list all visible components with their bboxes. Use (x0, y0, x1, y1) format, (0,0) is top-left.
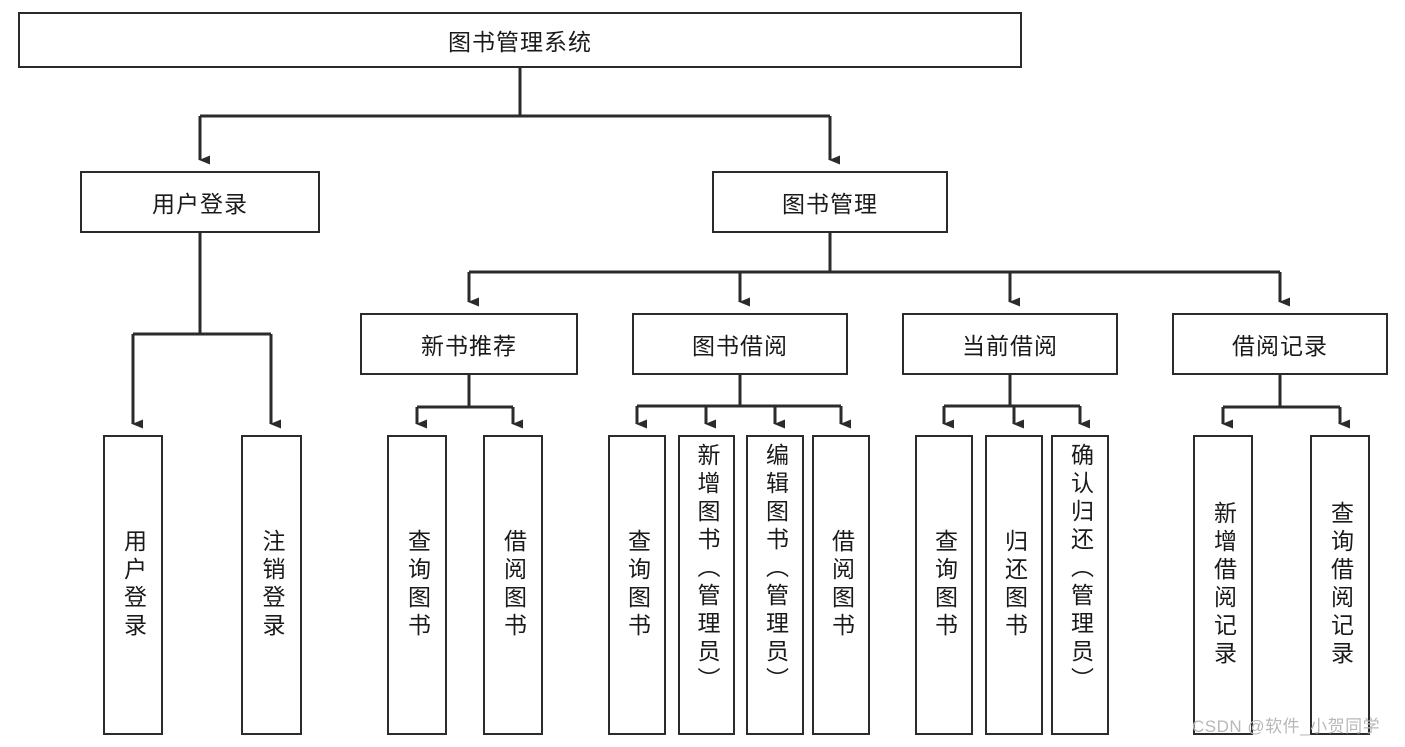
node-borrow-record-label: 借阅记录 (1232, 333, 1328, 359)
leaf-query-book-2[interactable]: 查询图书 (608, 435, 666, 735)
node-book-manage-label: 图书管理 (782, 191, 878, 217)
node-book-borrow[interactable]: 图书借阅 (632, 313, 848, 375)
leaf-query-book-3-label: 查询图书 (931, 529, 958, 641)
leaf-return-book-label: 归还图书 (1001, 529, 1028, 641)
leaf-confirm-return-admin[interactable]: 确认归还（管理员） (1051, 435, 1109, 735)
node-borrow-record[interactable]: 借阅记录 (1172, 313, 1388, 375)
node-book-manage[interactable]: 图书管理 (712, 171, 948, 233)
leaf-edit-book-admin-label: 编辑图书（管理员） (762, 443, 789, 695)
leaf-add-borrow-record-label: 新增借阅记录 (1210, 501, 1237, 669)
leaf-borrow-book-2-label: 借阅图书 (828, 529, 855, 641)
leaf-query-book-3[interactable]: 查询图书 (915, 435, 973, 735)
leaf-add-borrow-record[interactable]: 新增借阅记录 (1193, 435, 1253, 735)
leaf-add-book-admin-label: 新增图书（管理员） (694, 443, 720, 695)
leaf-logout-label: 注销登录 (259, 529, 285, 641)
leaf-user-login[interactable]: 用户登录 (103, 435, 163, 735)
node-book-borrow-label: 图书借阅 (692, 333, 788, 359)
leaf-borrow-book-2[interactable]: 借阅图书 (812, 435, 870, 735)
node-current-borrow[interactable]: 当前借阅 (902, 313, 1118, 375)
node-new-book-recommend-label: 新书推荐 (421, 333, 517, 359)
leaf-query-book-1-label: 查询图书 (404, 529, 431, 641)
leaf-borrow-book-1[interactable]: 借阅图书 (483, 435, 543, 735)
node-root-label: 图书管理系统 (448, 29, 592, 55)
leaf-query-book-1[interactable]: 查询图书 (387, 435, 447, 735)
csdn-watermark: CSDN @软件_小贺同学 (1192, 717, 1381, 736)
leaf-add-book-admin[interactable]: 新增图书（管理员） (678, 435, 735, 735)
leaf-logout[interactable]: 注销登录 (241, 435, 302, 735)
leaf-confirm-return-admin-label: 确认归还（管理员） (1067, 443, 1094, 695)
leaf-query-book-2-label: 查询图书 (624, 529, 651, 641)
leaf-borrow-book-1-label: 借阅图书 (500, 529, 527, 641)
node-root[interactable]: 图书管理系统 (18, 12, 1022, 68)
leaf-return-book[interactable]: 归还图书 (985, 435, 1043, 735)
node-user-login-label: 用户登录 (152, 191, 248, 217)
node-current-borrow-label: 当前借阅 (962, 333, 1058, 359)
leaf-query-borrow-record[interactable]: 查询借阅记录 (1310, 435, 1370, 735)
leaf-user-login-label: 用户登录 (120, 529, 147, 641)
leaf-query-borrow-record-label: 查询借阅记录 (1327, 501, 1354, 669)
node-new-book-recommend[interactable]: 新书推荐 (360, 313, 578, 375)
node-user-login[interactable]: 用户登录 (80, 171, 320, 233)
leaf-edit-book-admin[interactable]: 编辑图书（管理员） (746, 435, 804, 735)
